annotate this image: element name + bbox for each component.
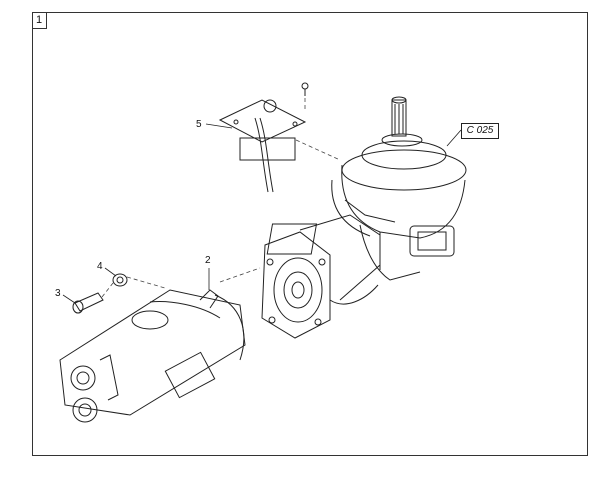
callout-2: 2 bbox=[205, 255, 211, 266]
pump-body-part-2 bbox=[59, 289, 246, 423]
motor-assembly bbox=[331, 96, 467, 281]
reference-label-c025: C 025 bbox=[461, 123, 499, 139]
drawing-frame bbox=[32, 12, 588, 456]
sheet-number: 1 bbox=[32, 12, 47, 29]
bracket-part-5 bbox=[218, 82, 309, 193]
gearbox-body bbox=[261, 214, 381, 339]
washer-part-4 bbox=[112, 273, 128, 287]
bolt-part-3 bbox=[72, 292, 104, 314]
callout-4: 4 bbox=[97, 261, 103, 272]
callout-3: 3 bbox=[55, 288, 61, 299]
callout-5: 5 bbox=[196, 119, 202, 130]
